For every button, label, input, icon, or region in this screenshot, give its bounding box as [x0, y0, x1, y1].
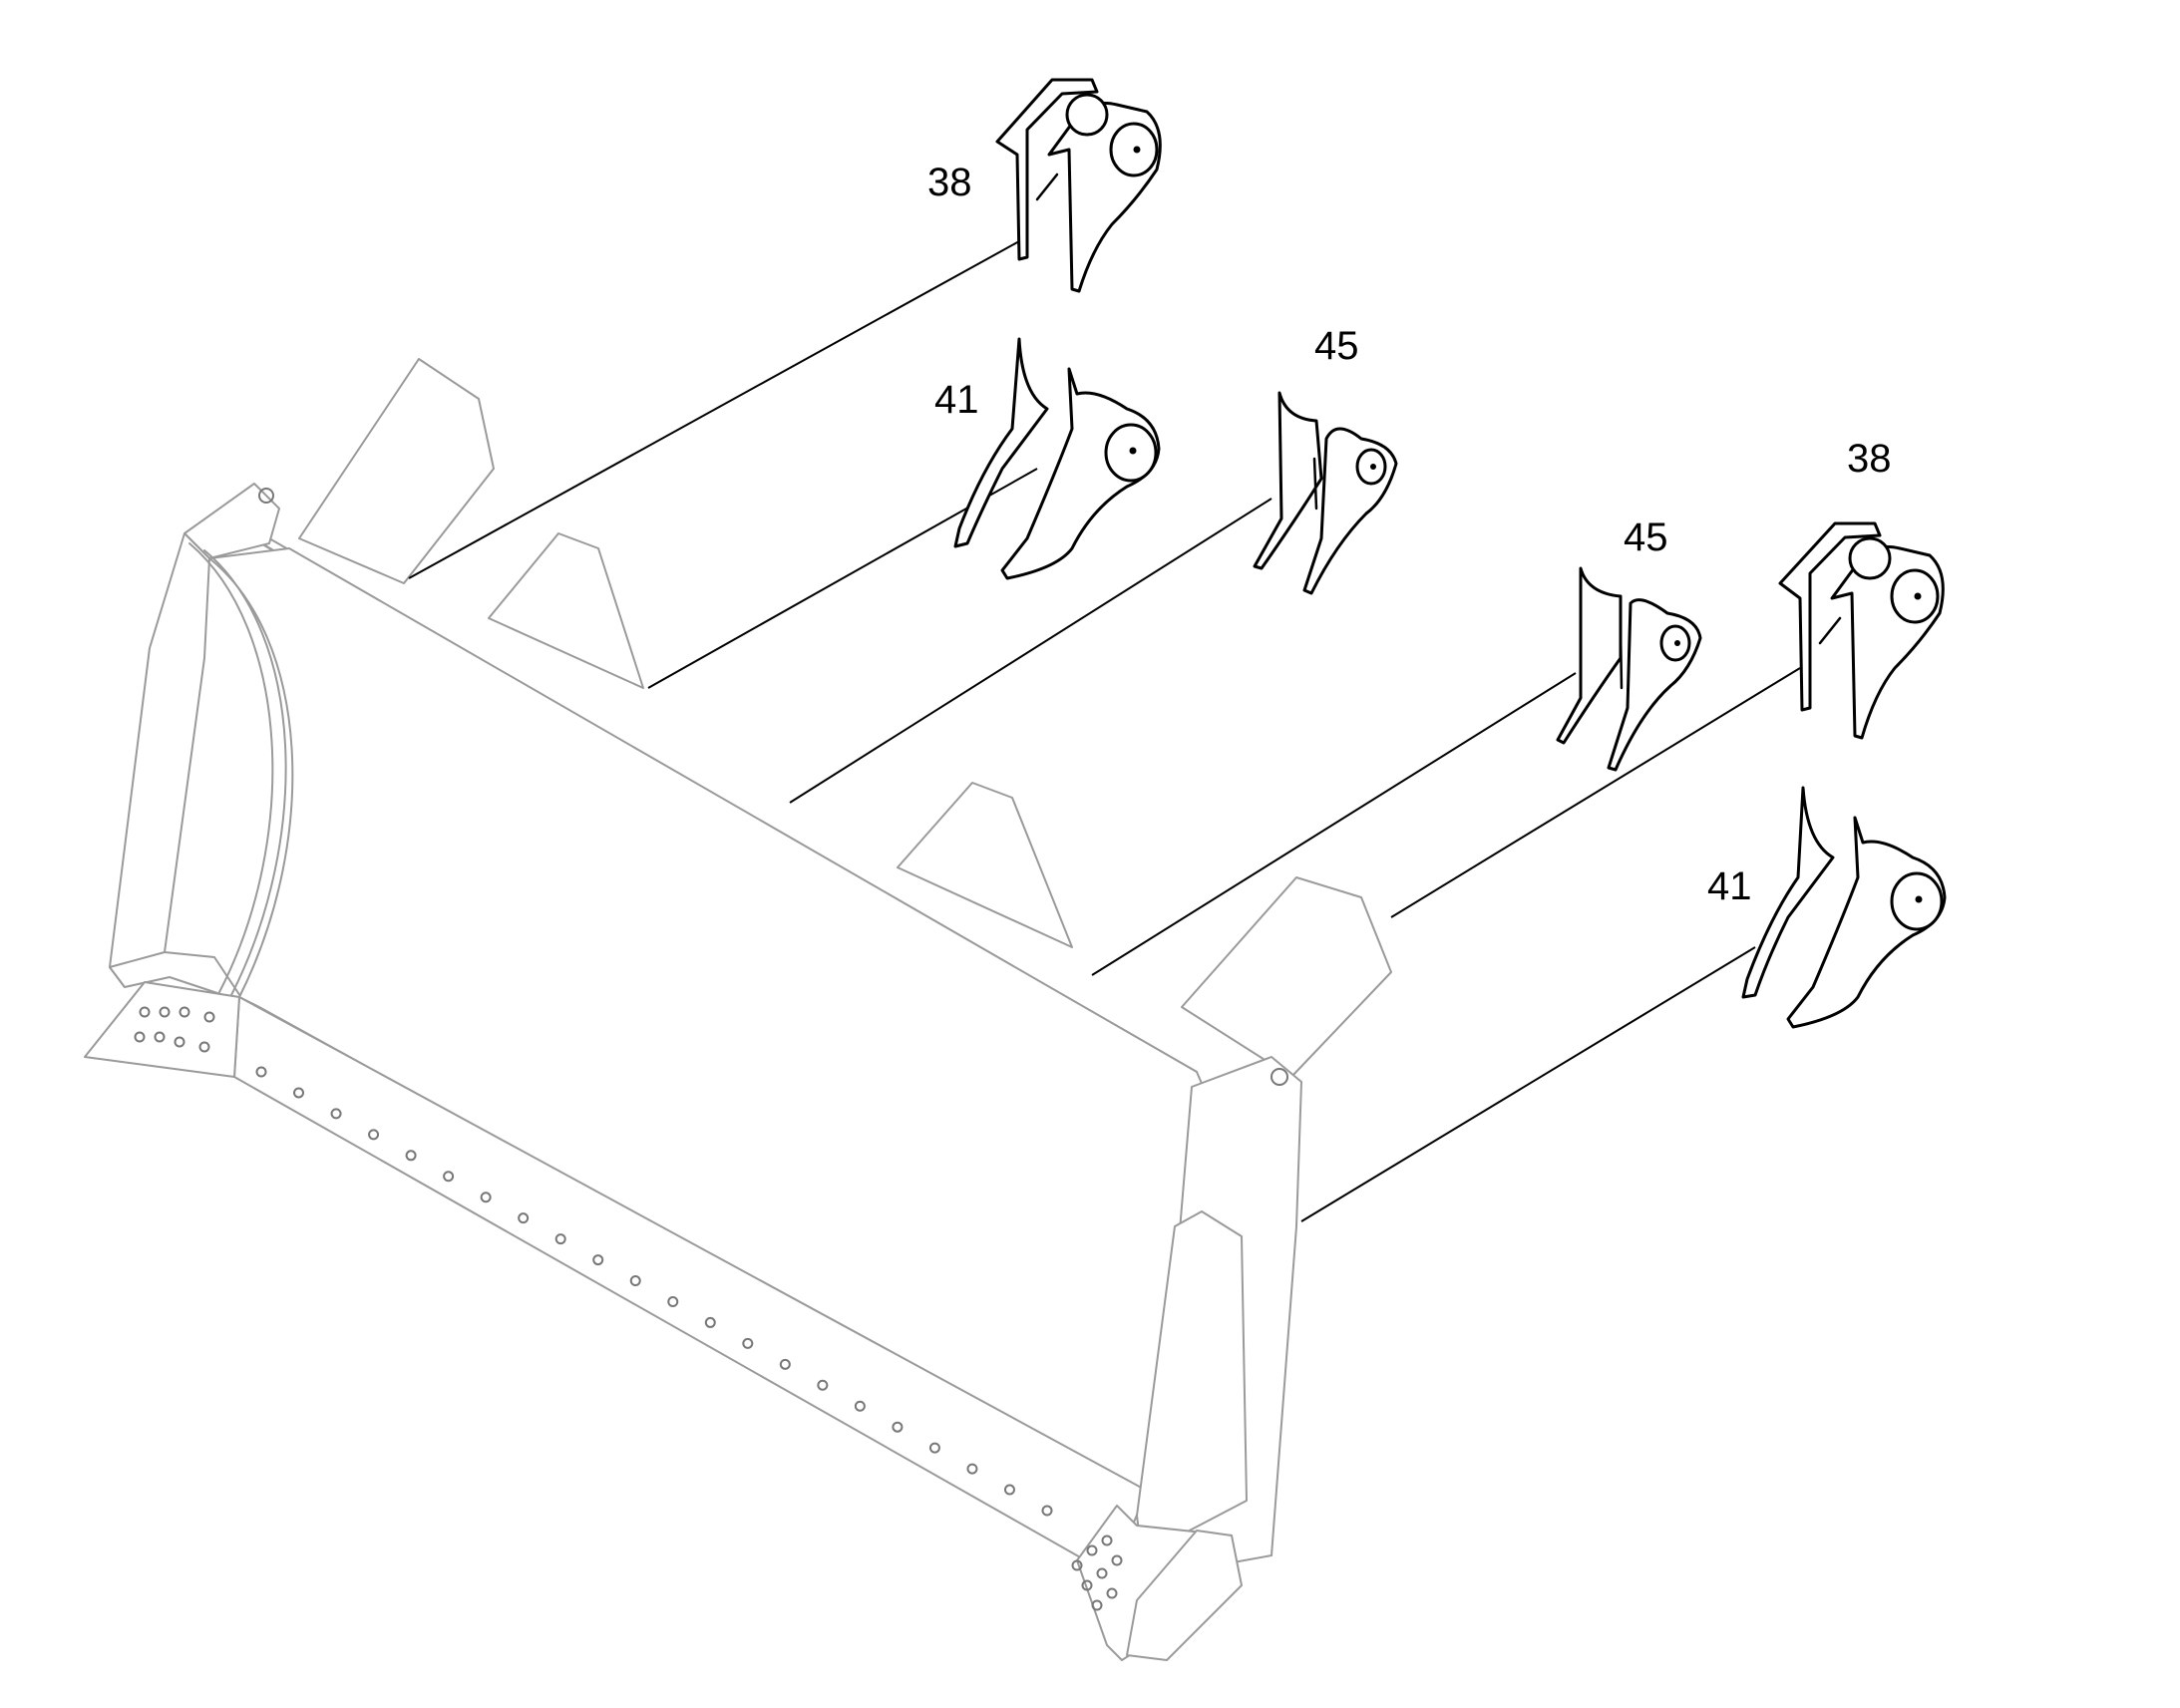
bolt-hole: [330, 1108, 342, 1120]
blade-moldboard-face: [208, 547, 1213, 1507]
bolt-hole: [368, 1129, 380, 1141]
bolt-hole: [255, 1066, 267, 1078]
bolt-hole: [1071, 1559, 1083, 1571]
bolt-hole: [1081, 1579, 1093, 1591]
blade-push-arm-right: [1181, 876, 1392, 1078]
dozer-blade: [84, 358, 1392, 1661]
bolt-hole: [1111, 1554, 1123, 1566]
blade-gusset-center-right: [897, 782, 1073, 948]
blade-push-arm-left: [298, 358, 495, 584]
bolt-hole: [704, 1316, 716, 1328]
blade-end-bit-left: [84, 981, 240, 1078]
bolt-hole: [134, 1031, 146, 1043]
callout-38-upper: 38: [927, 161, 972, 204]
bolt-hole: [154, 1031, 166, 1043]
cutting-edge-bolt-holes: [134, 1006, 1123, 1611]
part-41-tooth-upper: [953, 337, 1161, 580]
part-45-tooth-center: [1253, 391, 1398, 595]
bolt-hole: [203, 1011, 215, 1023]
bolt-hole: [1096, 1567, 1108, 1579]
bolt-hole: [293, 1087, 305, 1099]
bolt-hole: [139, 1006, 151, 1018]
callout-41-upper: 41: [934, 378, 979, 422]
leader-lines: [408, 240, 1801, 1222]
bolt-hole: [198, 1041, 210, 1053]
bolt-hole: [554, 1233, 566, 1245]
leader-line-1: [408, 240, 1020, 579]
callout-45-right: 45: [1624, 515, 1668, 559]
bolt-hole: [179, 1006, 190, 1018]
bolt-hole: [592, 1254, 604, 1266]
bolt-hole: [742, 1337, 754, 1349]
leader-line-3: [789, 498, 1272, 804]
blade-right-end-gusset: [1136, 1210, 1248, 1556]
bolt-hole: [817, 1379, 829, 1391]
bolt-hole: [443, 1171, 455, 1183]
blade-left-end-plate: [109, 532, 210, 988]
part-38-tooth-upper: [995, 78, 1162, 293]
bolt-hole: [667, 1295, 679, 1307]
bolt-hole: [159, 1006, 171, 1018]
bolt-hole: [1003, 1484, 1015, 1496]
blade-gusset-center-left: [488, 532, 644, 689]
callout-41-lower: 41: [1707, 864, 1752, 908]
part-38-tooth-lower: [1778, 521, 1945, 740]
bolt-hole: [854, 1400, 866, 1412]
leader-line-4: [1091, 672, 1577, 976]
bolt-hole: [1086, 1544, 1098, 1556]
bolt-hole: [1041, 1505, 1053, 1517]
bolt-hole: [779, 1358, 791, 1370]
callout-38-lower: 38: [1847, 437, 1892, 481]
leader-line-5: [1390, 667, 1801, 918]
bolt-hole: [1101, 1535, 1113, 1546]
bolt-hole: [1091, 1599, 1103, 1611]
bolt-hole: [629, 1275, 641, 1287]
blade-end-bit-right-lower: [1126, 1530, 1243, 1661]
callout-45-center: 45: [1314, 324, 1359, 368]
bolt-hole: [480, 1192, 492, 1203]
bolt-hole: [966, 1463, 978, 1475]
bolt-hole: [174, 1036, 185, 1048]
part-41-tooth-lower: [1741, 786, 1947, 1029]
bolt-hole: [405, 1150, 417, 1162]
bolt-hole: [928, 1442, 940, 1454]
bolt-hole: [892, 1421, 904, 1433]
part-45-tooth-right: [1556, 566, 1702, 772]
bolt-hole: [1106, 1587, 1118, 1599]
leader-line-6: [1300, 946, 1756, 1222]
bolt-hole: [518, 1212, 530, 1224]
